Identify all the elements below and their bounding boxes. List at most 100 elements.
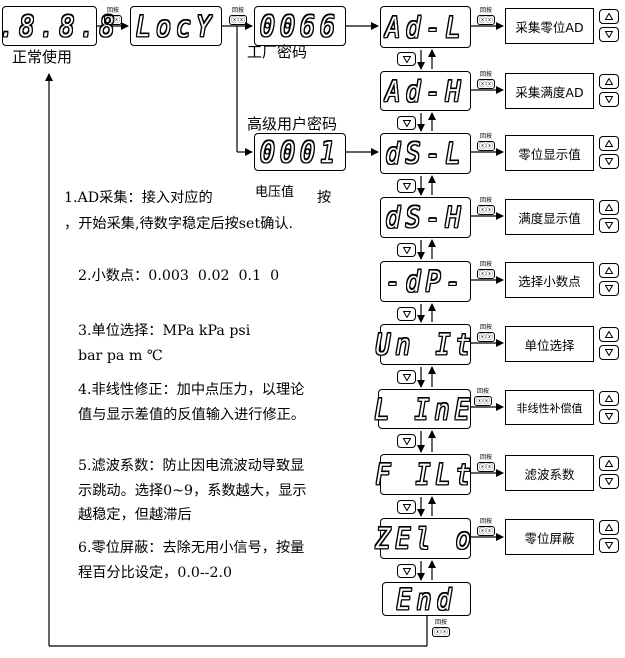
down-key[interactable] xyxy=(397,52,416,66)
return-key-label: 回按 xyxy=(479,71,492,78)
function-box-zero-ad: 采集零位AD xyxy=(505,8,594,44)
down-key[interactable] xyxy=(599,474,619,489)
up-key[interactable] xyxy=(599,391,619,406)
menu-display-unit: Un It xyxy=(375,324,471,365)
return-key-label: 回按 xyxy=(231,7,244,14)
note-5b: 示跳动。选择0~9，系数越大，显示 xyxy=(78,483,307,499)
up-key[interactable] xyxy=(599,9,619,24)
main-display-digits: 8.8.8.8 xyxy=(0,9,120,43)
note-6a: 6.零位屏蔽：去除无用小信号，按量 xyxy=(78,540,305,556)
down-key[interactable] xyxy=(599,154,619,169)
return-key-symbols: ⓧⓧ xyxy=(104,15,122,25)
down-key[interactable] xyxy=(397,243,416,257)
down-key[interactable] xyxy=(397,307,416,321)
menu-display-digits: End xyxy=(396,582,457,616)
lock-display: LocY xyxy=(130,6,222,46)
menu-display-digits: Ad-H xyxy=(385,74,466,108)
advanced-password-display: 0001 xyxy=(254,133,346,171)
note-1a: 1.AD采集：接入对应的 xyxy=(64,190,213,206)
up-key[interactable] xyxy=(599,136,619,151)
menu-display-digits: dS-H xyxy=(385,200,466,235)
menu-display-ds-h: dS-H xyxy=(380,197,471,238)
up-key[interactable] xyxy=(599,263,619,278)
menu-display-filt: F ILt xyxy=(375,454,471,495)
menu-display-line: L InE xyxy=(374,389,471,429)
down-key[interactable] xyxy=(599,92,619,107)
return-key-label: 回按 xyxy=(479,7,492,14)
return-key-label: 回按 xyxy=(479,324,492,331)
main-display: 8.8.8.8 xyxy=(0,6,115,46)
function-box-span-display: 满度显示值 xyxy=(505,199,594,235)
return-key-label: 回按 xyxy=(434,619,447,626)
lock-display-digits: LocY xyxy=(135,9,217,43)
return-key-symbols: ⓧⓧ xyxy=(477,332,495,342)
down-key[interactable] xyxy=(599,409,619,424)
note-1c: 按 xyxy=(317,190,332,206)
menu-display-dp: -dP- xyxy=(380,261,471,302)
function-box-zero-display: 零位显示值 xyxy=(505,135,594,171)
menu-display-digits: dS-L xyxy=(385,136,466,171)
function-box-decimal: 选择小数点 xyxy=(505,262,594,298)
note-5c: 越稳定，但越滞后 xyxy=(78,507,192,523)
note-1b: 电压值 xyxy=(255,185,295,200)
down-key[interactable] xyxy=(599,27,619,42)
function-box-zero-mask: 零位屏蔽 xyxy=(505,519,594,555)
function-box-unit: 单位选择 xyxy=(505,326,594,362)
menu-display-end: End xyxy=(382,582,471,616)
return-key-label: 回按 xyxy=(479,261,492,268)
note-4a: 4.非线性修正：加中点压力，以理论 xyxy=(78,382,305,398)
return-key-label: 回按 xyxy=(479,518,492,525)
return-key-symbols: ⓧⓧ xyxy=(477,15,495,25)
up-key[interactable] xyxy=(599,456,619,471)
return-key-symbols: ⓧⓧ xyxy=(477,462,495,472)
menu-display-ad-h: Ad-H xyxy=(380,71,471,111)
up-key[interactable] xyxy=(599,520,619,535)
down-key[interactable] xyxy=(599,345,619,360)
return-key-symbols: ⓧⓧ xyxy=(229,15,247,25)
down-key[interactable] xyxy=(397,564,416,578)
up-key[interactable] xyxy=(599,327,619,342)
down-key[interactable] xyxy=(599,281,619,296)
up-key[interactable] xyxy=(599,74,619,89)
return-key-symbols: ⓧⓧ xyxy=(477,205,495,215)
menu-display-digits: -dP- xyxy=(385,264,466,299)
down-key[interactable] xyxy=(397,116,416,130)
return-key-label: 回按 xyxy=(476,388,489,395)
function-box-filter: 滤波系数 xyxy=(505,455,594,491)
down-key[interactable] xyxy=(599,218,619,233)
note-3b: bar pa m ℃ xyxy=(78,348,163,364)
down-key[interactable] xyxy=(397,370,416,384)
return-key-label: 回按 xyxy=(479,454,492,461)
factory-password-digits: 0066 xyxy=(259,9,341,43)
down-key[interactable] xyxy=(397,179,416,193)
function-box-nonlinear: 非线性补偿值 xyxy=(505,390,594,425)
note-6b: 程百分比设定，0.0--2.0 xyxy=(78,565,233,581)
down-key[interactable] xyxy=(599,538,619,553)
return-key-symbols: ⓧⓧ xyxy=(474,396,492,406)
return-key-symbols: ⓧⓧ xyxy=(477,79,495,89)
down-key[interactable] xyxy=(397,434,416,448)
menu-display-ad-l: Ad-L xyxy=(380,6,471,48)
menu-display-digits: ZEl o xyxy=(375,521,476,556)
up-key[interactable] xyxy=(599,200,619,215)
return-key-label: 回按 xyxy=(479,197,492,204)
down-key[interactable] xyxy=(397,500,416,514)
advanced-password-caption: 高级用户密码 xyxy=(247,115,338,133)
return-key-symbols: ⓧⓧ xyxy=(477,269,495,279)
return-key-symbols: ⓧⓧ xyxy=(432,627,450,637)
menu-display-digits: Ad-L xyxy=(385,10,466,44)
note-3a: 3.单位选择：MPa kPa psi xyxy=(78,323,251,339)
